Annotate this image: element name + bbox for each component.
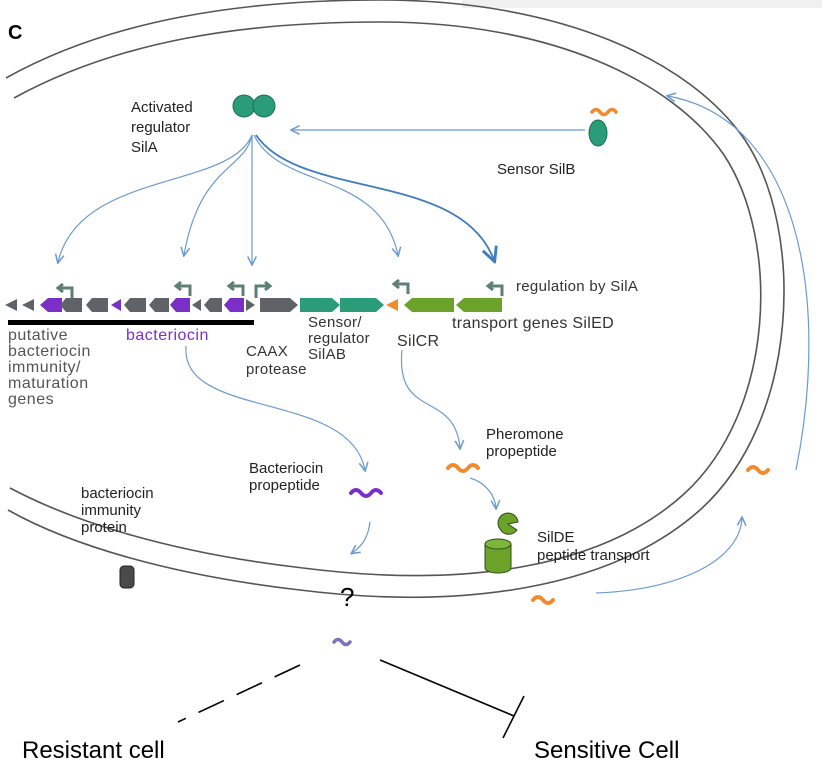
- pheromone-propeptide-icon: [446, 463, 480, 473]
- pheromone-return-arrow: [595, 518, 742, 594]
- bacteriocin-export-arrow: [352, 521, 371, 553]
- bacteriocin-propeptide-icon: [349, 488, 383, 498]
- activated-regulator-label: Activated regulator SilA: [131, 99, 197, 156]
- silcr-expression-arrow: [400, 349, 460, 448]
- resistant-dashed-line: [177, 664, 301, 723]
- sensor-regulator-label: Sensor/ regulator SilAB: [308, 314, 374, 363]
- regulation-label: regulation by SilA: [516, 278, 638, 295]
- unknown-mark: ?: [340, 582, 354, 612]
- bacteriocin-region-bar: [8, 320, 254, 325]
- bacteriocin-gene-label: bacteriocin: [126, 327, 209, 344]
- external-pheromone-icon: [746, 465, 770, 475]
- resistant-cell-label: Resistant cell: [22, 737, 165, 764]
- secreted-bacteriocin-icon: [332, 637, 352, 647]
- transport-genes-label: transport genes SilED: [452, 315, 614, 332]
- pheromone-sensing-arrow: [668, 96, 810, 471]
- immunity-protein-icon: [119, 565, 135, 589]
- sensor-label: Sensor SilB: [497, 161, 575, 178]
- regulator-dimer-icon: [232, 94, 276, 118]
- putative-genes-label: putative bacteriocin immunity/ maturatio…: [8, 327, 96, 408]
- inhibition-bar: [502, 695, 525, 739]
- gene-cluster: [5, 298, 502, 312]
- inhibition-line: [379, 659, 515, 717]
- regulation-arrows: [58, 134, 494, 264]
- silcr-label: SilCR: [397, 333, 439, 350]
- silde-transporter-icon: [484, 512, 519, 574]
- top-bar: [462, 0, 822, 8]
- immunity-protein-label: bacteriocin immunity protein: [81, 485, 158, 536]
- caax-label: CAAX protease: [246, 343, 307, 378]
- secreted-pheromone-icon: [531, 595, 555, 605]
- pheromone-peptide-icon: [590, 107, 618, 117]
- bacteriocin-expression-arrow: [185, 345, 365, 470]
- bacteriocin-propeptide-label: Bacteriocin propeptide: [249, 460, 327, 494]
- pheromone-to-transporter-arrow: [469, 477, 496, 508]
- panel-letter: C: [8, 22, 22, 44]
- pheromone-label: Pheromone propeptide: [486, 426, 568, 460]
- cell-membrane: [5, 0, 785, 599]
- sensitive-cell-label: Sensitive Cell: [534, 737, 679, 764]
- promoter-icons: [55, 278, 504, 298]
- sensor-silb-icon: [588, 119, 608, 147]
- transporter-label: SilDE peptide transport: [537, 529, 650, 564]
